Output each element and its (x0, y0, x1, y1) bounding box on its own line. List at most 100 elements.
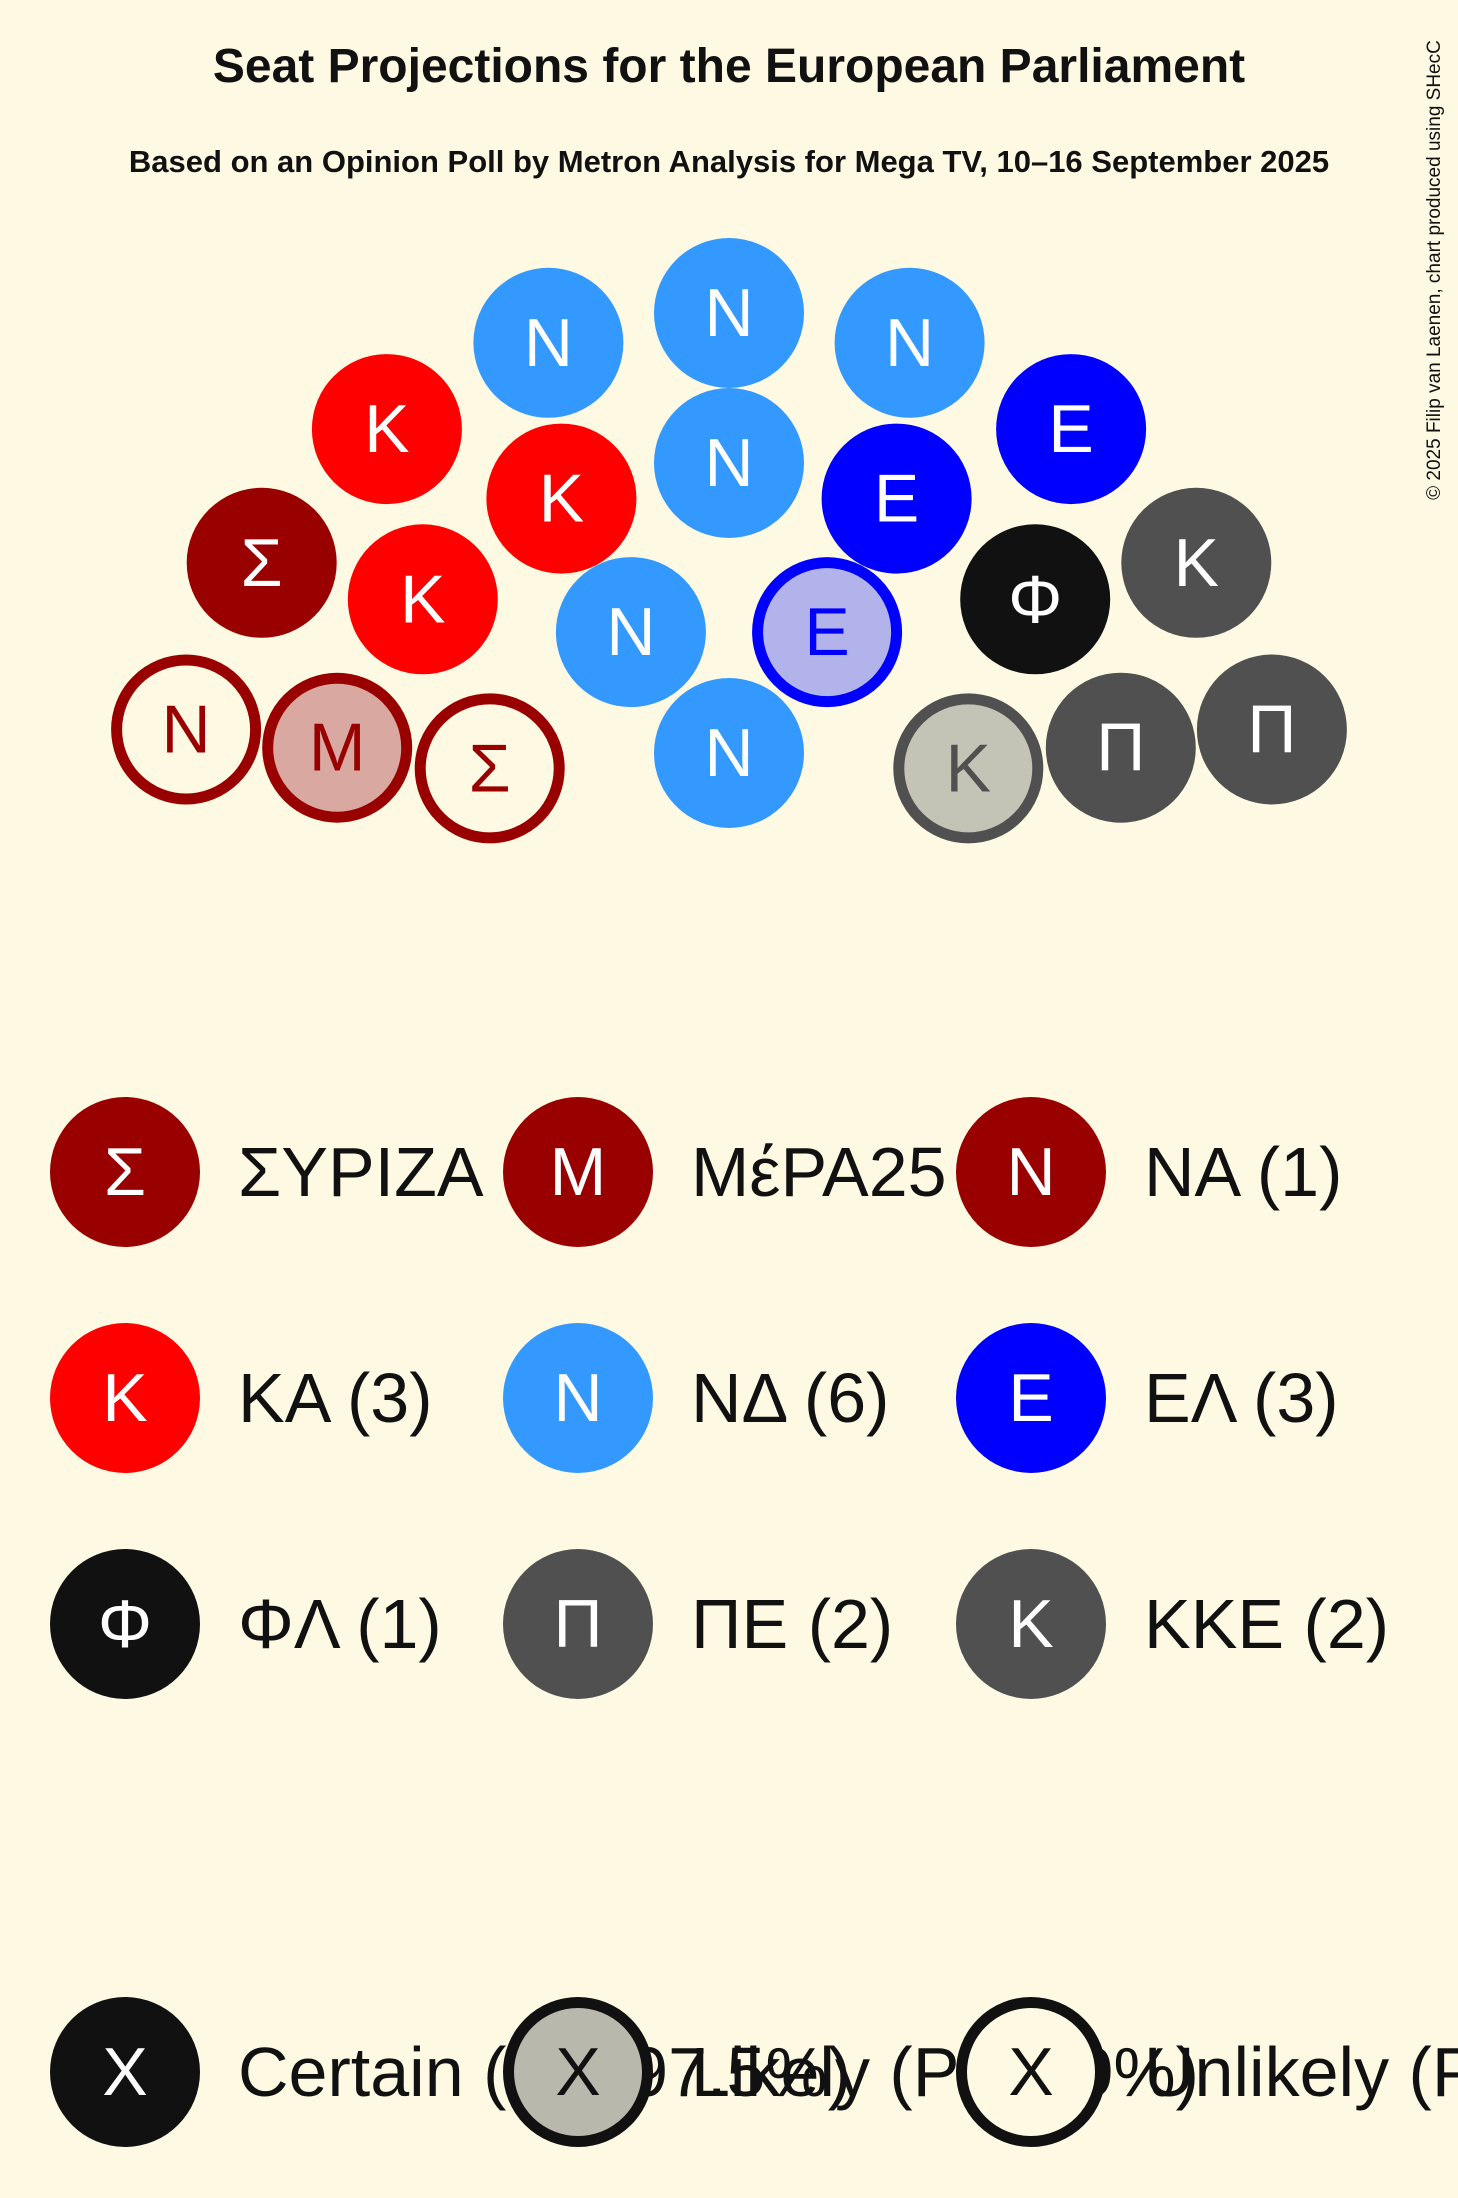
legend-swatch: Π (503, 1549, 653, 1699)
seat: Κ (893, 693, 1044, 844)
legend-swatch-circle (50, 1097, 200, 1247)
seat-letter: Π (1247, 692, 1296, 768)
legend-swatch-circle (50, 1549, 200, 1699)
legend-swatch: Ν (956, 1097, 1106, 1247)
copyright-notice: © 2025 Filip van Laenen, chart produced … (1424, 40, 1445, 500)
legend-item: Φ ΦΛ (1) (50, 1549, 442, 1699)
seat: Ν (555, 557, 706, 708)
certainty-swatch: X (50, 1997, 200, 2147)
seat: Π (1196, 654, 1347, 805)
seat-letter: Φ (1008, 561, 1062, 637)
seat: Ν (834, 267, 985, 418)
certainty-swatch-circle (50, 1997, 200, 2147)
seat-letter: Ε (874, 461, 919, 537)
legend-swatch: Κ (956, 1549, 1106, 1699)
seat-circle (111, 654, 262, 805)
certainty-swatch-circle (956, 1997, 1106, 2147)
seat-circle (1196, 654, 1347, 805)
legend-swatch: Ν (503, 1323, 653, 1473)
legend-item: Ν ΝΑ (1) (956, 1097, 1342, 1247)
seat-letter: Ν (885, 305, 934, 381)
chart-subtitle: Based on an Opinion Poll by Metron Analy… (129, 144, 1329, 179)
seat-letter: Ε (1048, 391, 1093, 467)
seat: Κ (347, 524, 498, 675)
legend-swatch: Ε (956, 1323, 1106, 1473)
seat-circle (1045, 672, 1196, 823)
seat-circle (414, 693, 565, 844)
seat: Ν (654, 388, 804, 538)
seat: Ν (111, 654, 262, 805)
legend-swatch: Φ (50, 1549, 200, 1699)
certainty-swatch: X (956, 1997, 1106, 2147)
seat-circle (486, 423, 637, 574)
legend-item: Ν ΝΔ (6) (503, 1323, 889, 1473)
legend-swatch-circle (956, 1549, 1106, 1699)
seat-circle (893, 693, 1044, 844)
seat-circle (654, 238, 804, 388)
certainty-item: X Unlikely (P < 50%) (956, 1997, 1458, 2147)
certainty-swatch-letter: X (555, 2034, 600, 2110)
legend-label: ΝΔ (6) (691, 1359, 889, 1437)
seat-circle (311, 354, 462, 505)
legend-label: ΜέPA25 (691, 1133, 947, 1211)
legend-swatch-letter: Ν (1006, 1134, 1055, 1210)
legend-swatch-circle (503, 1323, 653, 1473)
legend-label: ΦΛ (1) (238, 1585, 442, 1663)
certainty-label: Unlikely (P < 50%) (1144, 2033, 1458, 2111)
seat-circle (473, 267, 624, 418)
legend-item: Π ΠΕ (2) (503, 1549, 893, 1699)
seat-letter: Σ (469, 730, 511, 806)
legend-label: ΚΚΕ (2) (1144, 1585, 1389, 1663)
seat: Ν (654, 678, 804, 828)
legend-label: ΝΑ (1) (1144, 1133, 1342, 1211)
seat: Φ (960, 524, 1111, 675)
chart-title: Seat Projections for the European Parlia… (213, 40, 1245, 93)
seat-circle (834, 267, 985, 418)
seat: Σ (186, 487, 337, 638)
seat-letter: Ν (704, 425, 753, 501)
seat-letter: Σ (241, 525, 283, 601)
legend-swatch-circle (956, 1097, 1106, 1247)
seat-letter: Κ (946, 730, 991, 806)
seat: Ε (821, 423, 972, 574)
legend-label: ΚΑ (3) (238, 1359, 433, 1437)
seat-circle (262, 672, 413, 823)
legend-swatch-circle (503, 1097, 653, 1247)
legend-label: ΠΕ (2) (691, 1585, 893, 1663)
legend-item: Μ ΜέPA25 (503, 1097, 947, 1247)
seat-circle (1121, 487, 1272, 638)
legend-swatch: Σ (50, 1097, 200, 1247)
legend-swatch-letter: Φ (98, 1586, 152, 1662)
seat-letter: Ν (162, 692, 211, 768)
seat-circle (654, 388, 804, 538)
legend-swatch-letter: Κ (1008, 1586, 1053, 1662)
seat: Ν (654, 238, 804, 388)
legend-swatch: Μ (503, 1097, 653, 1247)
legend-swatch-letter: Ν (553, 1360, 602, 1436)
seat-letter: Π (1096, 710, 1145, 786)
seat-circle (347, 524, 498, 675)
legend-swatch-letter: Ε (1008, 1360, 1053, 1436)
seat-letter: Ν (606, 594, 655, 670)
legend-swatch-letter: Π (553, 1586, 602, 1662)
seat-letter: Ε (804, 594, 849, 670)
legend-label: ΕΛ (3) (1144, 1359, 1339, 1437)
seat: Π (1045, 672, 1196, 823)
seat-circle (186, 487, 337, 638)
certainty-swatch: X (503, 1997, 653, 2147)
certainty-label: Likely (P ≥ 50%) (691, 2033, 1199, 2111)
seat-circle (960, 524, 1111, 675)
seat-letter: Κ (1174, 525, 1219, 601)
seat-letter: Μ (309, 710, 366, 786)
certainty-swatch-circle (503, 1997, 653, 2147)
legend-swatch-circle (956, 1323, 1106, 1473)
seat: Ν (473, 267, 624, 418)
certainty-swatch-letter: X (1008, 2034, 1053, 2110)
seat-circle (996, 354, 1147, 505)
